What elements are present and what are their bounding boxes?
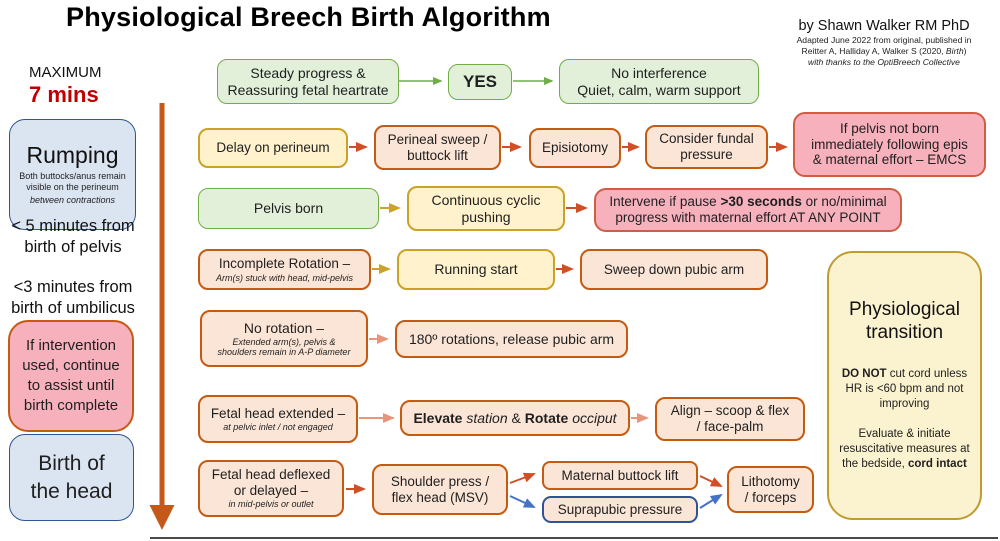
- cyclic-pushing-box: Continuous cyclic pushing: [407, 186, 565, 231]
- rumping-title: Rumping: [26, 142, 119, 169]
- attribution: by Shawn Walker RM PhD Adapted June 2022…: [778, 17, 990, 67]
- steady-progress-box: Steady progress & Reassuring fetal heart…: [217, 59, 399, 104]
- note-5-minutes: < 5 minutes from birth of pelvis: [11, 217, 135, 257]
- episiotomy-box: Episiotomy: [529, 128, 621, 168]
- birth-of-head-box: Birth of the head: [9, 434, 134, 521]
- shoulder-press-box: Shoulder press / flex head (MSV): [372, 464, 508, 515]
- intervene-label: Intervene if pause >30 seconds or no/min…: [609, 194, 887, 225]
- running-start-box: Running start: [397, 249, 555, 290]
- transition-resus-note: Evaluate & initiate resuscitative measur…: [839, 427, 970, 470]
- arrow-buttock-lithotomy: [699, 475, 723, 487]
- delay-perineum-box: Delay on perineum: [198, 128, 348, 168]
- maximum-label: MAXIMUM: [29, 64, 102, 81]
- note-3-minutes: <3 minutes from birth of umbilicus: [11, 278, 135, 318]
- intervention-note-box: If intervention used, continue to assist…: [8, 320, 134, 432]
- yes-box: YES: [448, 64, 512, 100]
- transition-cord-note: DO NOT cut cord unless HR is <60 bpm and…: [841, 367, 968, 410]
- arrow-shoulder-buttock: [509, 472, 536, 484]
- maternal-buttock-lift-box: Maternal buttock lift: [542, 461, 698, 490]
- no-interference-box: No interference Quiet, calm, warm suppor…: [559, 59, 759, 104]
- rumping-box: Rumping Both buttocks/anus remain visibl…: [9, 119, 136, 230]
- suprapubic-pressure-box: Suprapubic pressure: [542, 496, 698, 523]
- emcs-box: If pelvis not born immediately following…: [793, 112, 986, 177]
- physiological-transition-box: Physiological transition DO NOT cut cord…: [827, 251, 982, 520]
- attribution-author: by Shawn Walker RM PhD: [798, 18, 970, 34]
- attribution-line2: Reitter A, Halliday A, Walker S (2020, B…: [801, 45, 967, 56]
- rotations-180-box: 180º rotations, release pubic arm: [395, 320, 628, 358]
- perineal-sweep-box: Perineal sweep / buttock lift: [374, 125, 501, 170]
- transition-title: Physiological transition: [849, 299, 960, 344]
- elevate-label: Elevate station & Rotate occiput: [413, 409, 617, 426]
- attribution-line3: with thanks to the OptiBreech Collective: [808, 56, 960, 67]
- pelvis-born-box: Pelvis born: [198, 188, 379, 229]
- arrow-suprapubic-lithotomy: [699, 493, 723, 509]
- head-extended-box: Fetal head extended – at pelvic inlet / …: [198, 395, 358, 443]
- rumping-sub-italic: between contractions: [29, 195, 116, 206]
- sweep-pubic-arm-box: Sweep down pubic arm: [580, 249, 768, 290]
- arrow-shoulder-suprapubic: [509, 495, 536, 508]
- attribution-line1: Adapted June 2022 from original, publish…: [796, 35, 972, 46]
- rumping-sub: Both buttocks/anus remain visible on the…: [19, 170, 126, 193]
- lithotomy-forceps-box: Lithotomy / forceps: [727, 466, 814, 513]
- elevate-rotate-box: Elevate station & Rotate occiput: [400, 400, 630, 436]
- align-scoop-box: Align – scoop & flex / face-palm: [655, 397, 805, 441]
- page-title: Physiological Breech Birth Algorithm: [66, 2, 551, 32]
- head-deflexed-box: Fetal head deflexed or delayed – in mid-…: [198, 460, 344, 517]
- duration-label: 7 mins: [29, 82, 99, 107]
- incomplete-rotation-box: Incomplete Rotation – Arm(s) stuck with …: [198, 249, 371, 290]
- fundal-pressure-box: Consider fundal pressure: [645, 125, 768, 169]
- intervene-box: Intervene if pause >30 seconds or no/min…: [594, 188, 902, 232]
- no-rotation-box: No rotation – Extended arm(s), pelvis & …: [200, 310, 368, 367]
